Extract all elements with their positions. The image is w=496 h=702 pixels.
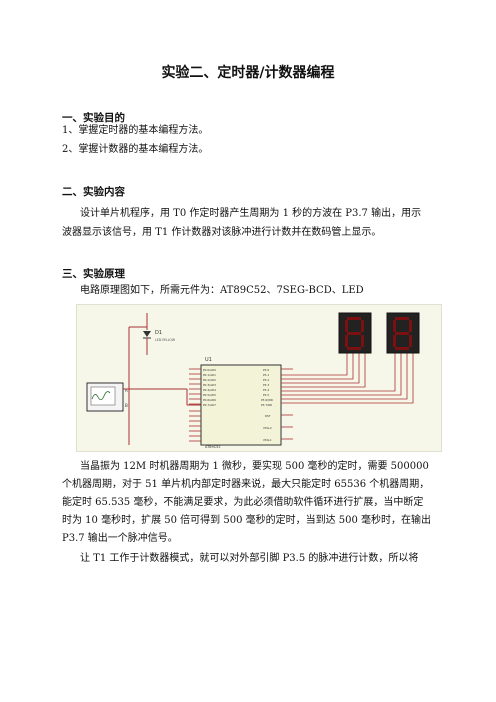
section-1-heading: 一、实验目的 (62, 112, 125, 124)
chip-part: AT89C52 (205, 445, 221, 449)
principle-para1-line1: 当晶振为 12M 时机器周期为 1 微秒，要实现 500 毫秒的定时，需要 50… (80, 461, 429, 472)
principle-para2-line1: 让 T1 工作于计数器模式，就可以对外部引脚 P3.5 的脉冲进行计数，所以将 (80, 553, 419, 564)
left-pin-label: P0.7/AD7 (203, 403, 216, 407)
principle-intro: 电路原理图如下，所需元件为：AT89C52、7SEG-BCD、LED (80, 285, 364, 296)
right-pin-label: P3.3 (263, 383, 269, 387)
seven-segment-display-icon (386, 312, 420, 354)
right-pin-label: P3.6/WR (261, 398, 273, 402)
mcu-chip (200, 364, 282, 446)
right-pin-label: P3.0 (263, 368, 269, 372)
left-pin-label: P0.1/AD1 (203, 373, 216, 377)
principle-para1-line5: P3.7 输出一个脉冲信号。 (62, 533, 178, 544)
principle-para1-line2: 个机器周期，对于 51 单片机内部定时器来说，最大只能定时 65536 个机器周… (62, 479, 430, 490)
right-pin-label: XTAL2 (263, 426, 272, 430)
seven-segment-display-icon (338, 312, 372, 354)
right-pin-label: P3.1 (263, 373, 269, 377)
led-icon (143, 331, 151, 337)
right-pin-label: RST (265, 414, 271, 418)
circuit-schematic: D1 LED-YELLOW A B U1 AT89C52 P0.0/AD0 P0… (76, 304, 442, 452)
content-line-2: 波器显示该信号，用 T1 作计数器对该脉冲进行计数并在数码管上显示。 (62, 227, 382, 238)
principle-para1-line3: 能定时 65.535 毫秒，不能满足要求，为此必须借助软件循环进行扩展，当中断定 (62, 497, 424, 508)
left-pin-label: P0.0/AD0 (203, 368, 216, 372)
right-pin-label: P3.2 (263, 378, 269, 382)
section-2-heading: 二、实验内容 (62, 186, 125, 198)
objective-item-1: 1、掌握定时器的基本编程方法。 (62, 125, 209, 136)
left-pin-label: P0.6/AD6 (203, 398, 216, 402)
doc-title: 实验二、定时器/计数器编程 (161, 65, 335, 81)
left-pin-label: P0.2/AD2 (203, 378, 216, 382)
content-line-1: 设计单片机程序，用 T0 作定时器产生周期为 1 秒的方波在 P3.7 输出，用… (80, 208, 422, 219)
led-part: LED-YELLOW (155, 338, 176, 342)
scope-pin-b: B (125, 403, 128, 408)
objective-item-2: 2、掌握计数器的基本编程方法。 (62, 144, 209, 155)
left-pin-label: P0.5/AD5 (203, 393, 216, 397)
principle-para1-line4: 时为 10 毫秒时，扩展 50 倍可得到 500 毫秒的定时，当到达 500 毫… (62, 515, 432, 526)
led-label: D1 (155, 330, 162, 336)
left-pin-label: P0.4/AD4 (203, 388, 216, 392)
right-pin-label: XTAL1 (263, 438, 272, 442)
right-pin-label: P3.5 (263, 393, 269, 397)
section-3-heading: 三、实验原理 (62, 268, 125, 280)
left-pin-label: P0.3/AD3 (203, 383, 216, 387)
scope-pin-a: A (125, 388, 128, 393)
right-pin-label: P3.4 (263, 388, 269, 392)
right-pin-label: P3.7/RD (261, 403, 272, 407)
chip-ref: U1 (205, 357, 212, 363)
